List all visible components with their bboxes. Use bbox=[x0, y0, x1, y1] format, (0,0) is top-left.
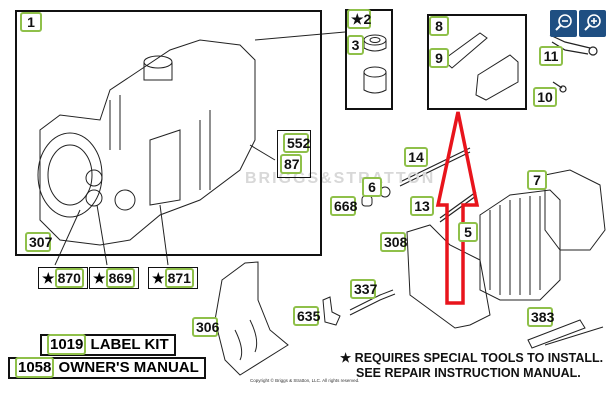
highlight-arrow bbox=[435, 111, 480, 305]
callout-7[interactable]: 7 bbox=[527, 170, 547, 190]
special-parts-box bbox=[277, 130, 311, 178]
star-icon: ★ bbox=[152, 270, 165, 286]
callout-307[interactable]: 307 bbox=[25, 232, 52, 252]
callout-635[interactable]: 635 bbox=[293, 306, 320, 326]
kit-label: LABEL KIT bbox=[90, 336, 169, 353]
callout-13[interactable]: 13 bbox=[410, 196, 434, 216]
callout-1[interactable]: 1 bbox=[20, 12, 42, 32]
callout-383[interactable]: 383 bbox=[527, 307, 554, 327]
spark-plug-drawing bbox=[349, 289, 396, 316]
zoom-in-button[interactable] bbox=[579, 10, 606, 37]
zoom-out-button[interactable] bbox=[550, 10, 577, 37]
callout-308[interactable]: 308 bbox=[380, 232, 407, 252]
star-icon: ★ bbox=[42, 270, 55, 286]
shroud-drawing bbox=[214, 261, 289, 376]
callout-87[interactable]: 87 bbox=[280, 154, 302, 174]
callout-10[interactable]: 10 bbox=[533, 87, 557, 107]
callout-11[interactable]: 11 bbox=[539, 46, 563, 66]
callout-5[interactable]: 5 bbox=[458, 222, 478, 242]
seal-drawing bbox=[363, 34, 387, 94]
callout-306[interactable]: 306 bbox=[192, 317, 219, 337]
callout-337[interactable]: 337 bbox=[350, 279, 377, 299]
kit-label: OWNER'S MANUAL bbox=[58, 359, 199, 376]
special-tools-note: ★ REQUIRES SPECIAL TOOLS TO INSTALL. bbox=[340, 351, 604, 365]
star-tag-870[interactable]: ★870 bbox=[38, 267, 88, 289]
callout-8[interactable]: 8 bbox=[429, 16, 449, 36]
zoom-in-icon bbox=[584, 14, 601, 31]
cylinder-head-drawing bbox=[479, 169, 606, 301]
callout-3[interactable]: 3 bbox=[347, 35, 364, 55]
callout-871[interactable]: 871 bbox=[164, 268, 194, 288]
star-icon: ★ bbox=[93, 270, 106, 286]
tool-drawing bbox=[527, 319, 604, 349]
breather-drawing bbox=[442, 32, 519, 101]
star-tag-869[interactable]: ★869 bbox=[89, 267, 139, 289]
callout-552[interactable]: 552 bbox=[283, 133, 310, 153]
callout-1058[interactable]: 1058 bbox=[15, 357, 55, 378]
callout-2[interactable]: ★2 bbox=[347, 9, 371, 29]
repair-manual-note: SEE REPAIR INSTRUCTION MANUAL. bbox=[356, 366, 581, 380]
watermark: BRIGGS&STRATTON bbox=[245, 170, 436, 187]
callout-668[interactable]: 668 bbox=[330, 196, 357, 216]
callout-14[interactable]: 14 bbox=[404, 147, 428, 167]
callout-870[interactable]: 870 bbox=[54, 268, 84, 288]
callout-869[interactable]: 869 bbox=[105, 268, 135, 288]
tube-drawing bbox=[549, 34, 598, 93]
callout-1019[interactable]: 1019 bbox=[47, 334, 87, 355]
engine-block-drawing bbox=[37, 39, 256, 246]
kit-owners-manual[interactable]: 1058 OWNER'S MANUAL bbox=[8, 357, 206, 379]
callout-6[interactable]: 6 bbox=[362, 177, 382, 197]
breather-box bbox=[427, 14, 527, 110]
shield-drawing bbox=[406, 224, 491, 329]
kit-label-kit[interactable]: 1019 LABEL KIT bbox=[40, 334, 176, 356]
star-tag-871[interactable]: ★871 bbox=[148, 267, 198, 289]
callout-9[interactable]: 9 bbox=[429, 48, 449, 68]
engine-block-box bbox=[15, 10, 322, 256]
zoom-out-icon bbox=[555, 14, 572, 31]
copyright-text: Copyright © Briggs & Stratton, LLC. All … bbox=[250, 378, 360, 383]
